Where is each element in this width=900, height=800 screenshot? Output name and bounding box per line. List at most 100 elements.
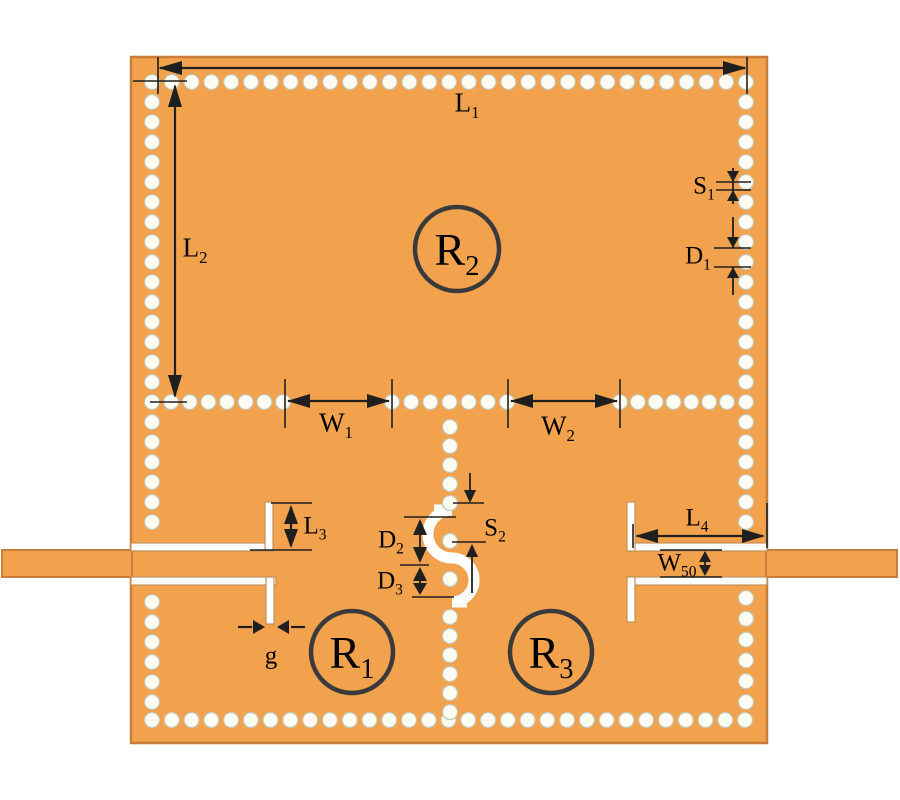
- via-hole: [422, 393, 439, 411]
- region-label-R1: R1: [329, 627, 375, 686]
- via-hole: [143, 273, 161, 291]
- via-hole: [400, 711, 418, 729]
- via-hole: [403, 393, 420, 411]
- via-hole: [638, 73, 656, 91]
- via-hole: [441, 608, 459, 626]
- dimension-annotations: [133, 57, 768, 634]
- via-hole: [222, 711, 240, 729]
- via-hole: [647, 393, 664, 411]
- via-hole: [718, 393, 736, 411]
- dim-label-D2: D2: [378, 526, 404, 558]
- via-hole: [143, 453, 161, 471]
- via-hole: [262, 711, 279, 729]
- via-hole: [143, 513, 161, 531]
- via-hole: [629, 393, 646, 411]
- dim-D1: [714, 217, 751, 295]
- via-hole: [737, 193, 755, 211]
- via-hole: [143, 633, 161, 651]
- via-hole: [302, 73, 319, 91]
- via-hole: [441, 532, 459, 550]
- dim-S1: [716, 168, 751, 204]
- via-hole: [143, 173, 161, 191]
- via-hole: [677, 711, 694, 729]
- via-hole: [242, 73, 260, 91]
- dim-label-L2: L2: [182, 232, 208, 267]
- via-hole: [143, 413, 161, 431]
- via-hole: [441, 665, 459, 683]
- s-shaped-slot: [422, 504, 480, 608]
- via-hole: [737, 673, 755, 690]
- dim-label-S2: S2: [484, 514, 506, 546]
- via-hole: [460, 73, 477, 91]
- via-hole: [441, 437, 459, 455]
- via-hole: [737, 693, 755, 711]
- via-hole: [361, 711, 378, 729]
- via-hole: [737, 293, 755, 311]
- via-hole: [341, 711, 358, 729]
- region-circle-R2: [412, 204, 502, 294]
- via-hole: [737, 313, 755, 331]
- via-hole: [143, 433, 161, 451]
- via-hole: [143, 333, 161, 351]
- via-hole: [718, 73, 735, 91]
- left-lower-horizontal-slot: [130, 576, 277, 586]
- via-hole: [737, 652, 755, 669]
- via-hole: [479, 393, 496, 411]
- via-hole: [420, 711, 437, 729]
- via-hole: [599, 73, 616, 91]
- via-hole: [737, 473, 755, 491]
- dim-label-L3: L3: [303, 512, 327, 544]
- via-hole: [441, 570, 459, 588]
- via-hole: [539, 73, 557, 91]
- via-hole: [665, 393, 682, 411]
- via-hole: [737, 589, 755, 607]
- dim-g: [238, 620, 305, 634]
- dim-label-W1: W1: [319, 407, 353, 442]
- via-hole: [657, 711, 675, 729]
- via-hole: [717, 711, 734, 729]
- via-hole: [143, 593, 161, 611]
- via-hole: [737, 631, 755, 648]
- via-hole: [737, 253, 755, 271]
- via-hole: [440, 73, 458, 91]
- via-hole: [638, 711, 655, 729]
- via-hole: [480, 73, 497, 91]
- dim-W1: [284, 379, 393, 428]
- via-hole: [678, 73, 695, 91]
- via-hole: [143, 673, 161, 691]
- via-hole: [737, 113, 755, 131]
- via-hole: [559, 73, 576, 91]
- via-layer: [143, 73, 755, 729]
- via-hole: [737, 373, 755, 391]
- via-hole: [598, 711, 615, 729]
- via-hole: [441, 684, 459, 702]
- via-hole: [143, 711, 161, 729]
- dim-label-L1: L1: [454, 87, 480, 122]
- via-hole: [701, 393, 718, 411]
- region-label-R3: R3: [528, 627, 574, 686]
- via-hole: [499, 711, 516, 729]
- via-hole: [697, 711, 714, 729]
- via-hole: [200, 393, 217, 411]
- via-hole: [737, 513, 755, 531]
- via-hole: [737, 233, 755, 251]
- via-hole: [282, 711, 299, 729]
- dim-label-D1: D1: [685, 242, 711, 274]
- via-hole: [737, 353, 755, 371]
- via-hole: [341, 73, 359, 91]
- via-hole: [143, 153, 161, 171]
- via-hole: [479, 711, 497, 729]
- via-hole: [143, 693, 161, 711]
- via-hole: [519, 711, 536, 729]
- via-hole: [262, 73, 279, 91]
- dim-L4: [632, 503, 768, 548]
- dim-label-D3: D3: [377, 567, 403, 599]
- via-hole: [619, 73, 636, 91]
- region-circle-R1: [308, 608, 396, 696]
- left-lower-vertical-slot: [265, 576, 275, 625]
- via-hole: [737, 393, 755, 411]
- via-hole: [143, 293, 161, 311]
- via-hole: [578, 711, 595, 729]
- via-hole: [163, 73, 180, 91]
- left-feed-slots: [130, 501, 277, 625]
